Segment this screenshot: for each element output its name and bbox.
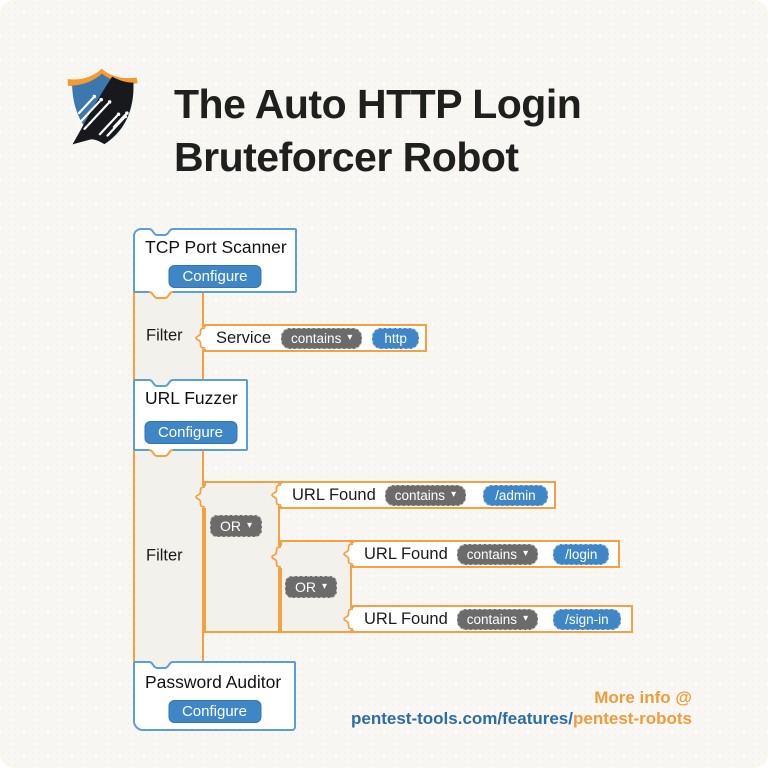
condition-block-service[interactable]: Service contains ▾ http (204, 324, 427, 352)
page-title-line2: Bruteforcer Robot (174, 134, 519, 180)
password-auditor-block[interactable]: Password Auditor Configure (133, 661, 296, 731)
filter-label: Filter (146, 326, 183, 345)
condition-field-label: Service (216, 328, 272, 347)
operator-dropdown[interactable]: contains ▾ (384, 484, 467, 506)
or-label: OR (295, 579, 316, 595)
condition-block-admin[interactable]: URL Found contains ▾ /admin (280, 481, 556, 509)
block-title: Password Auditor (145, 672, 282, 692)
or-block-outer[interactable] (204, 481, 280, 633)
value-field[interactable]: http (372, 327, 419, 349)
operator-dropdown[interactable]: contains ▾ (456, 543, 539, 565)
dropdown-arrow-icon: ▾ (347, 332, 353, 343)
operator-label: contains (466, 546, 518, 562)
operator-dropdown[interactable]: contains ▾ (456, 608, 539, 630)
dropdown-arrow-icon: ▾ (451, 489, 457, 500)
pentest-tools-logo-icon (67, 68, 138, 145)
configure-button-auditor[interactable]: Configure (167, 700, 262, 723)
filter-block-urls[interactable]: Filter (133, 449, 204, 663)
operator-label: contains (394, 487, 446, 503)
condition-field-label: URL Found (364, 609, 448, 628)
url-fuzzer-block[interactable]: URL Fuzzer Configure (133, 379, 248, 451)
condition-block-signin[interactable]: URL Found contains ▾ /sign-in (352, 605, 633, 633)
dropdown-arrow-icon: ▾ (523, 613, 529, 624)
dropdown-arrow-icon: ▾ (322, 581, 328, 592)
footer-link[interactable]: pentest-tools.com/features/pentest-robot… (351, 708, 692, 729)
dropdown-arrow-icon: ▾ (523, 548, 529, 559)
block-title: TCP Port Scanner (145, 237, 287, 257)
condition-field-label: URL Found (292, 485, 376, 504)
configure-button-fuzzer[interactable]: Configure (143, 421, 238, 444)
footer-more-info: More info @ (594, 688, 692, 707)
dropdown-arrow-icon: ▾ (247, 520, 253, 531)
footer-url-highlight: pentest-robots (573, 709, 692, 728)
tcp-port-scanner-block[interactable]: TCP Port Scanner Configure (133, 228, 297, 293)
value-field[interactable]: /login (553, 543, 610, 565)
operator-label: contains (291, 330, 342, 346)
or-label: OR (220, 518, 241, 534)
filter-label: Filter (146, 546, 183, 565)
value-field[interactable]: /sign-in (553, 608, 621, 630)
operator-label: contains (466, 611, 518, 627)
or-dropdown-outer[interactable]: OR ▾ (210, 515, 263, 537)
configure-button-tcp[interactable]: Configure (168, 265, 262, 288)
value-field[interactable]: /admin (483, 484, 548, 506)
footer: More info @ pentest-tools.com/features/p… (351, 687, 692, 729)
page-title: The Auto HTTP Login Bruteforcer Robot (174, 78, 654, 184)
block-title: URL Fuzzer (145, 388, 238, 408)
operator-dropdown[interactable]: contains ▾ (281, 327, 363, 349)
or-dropdown-inner[interactable]: OR ▾ (285, 576, 338, 598)
footer-url-prefix: pentest-tools.com/features/ (351, 709, 573, 728)
page-title-line1: The Auto HTTP Login (174, 81, 582, 127)
condition-block-login[interactable]: URL Found contains ▾ /login (352, 540, 620, 568)
condition-field-label: URL Found (364, 544, 448, 563)
filter-block-service[interactable]: Filter (133, 291, 204, 381)
